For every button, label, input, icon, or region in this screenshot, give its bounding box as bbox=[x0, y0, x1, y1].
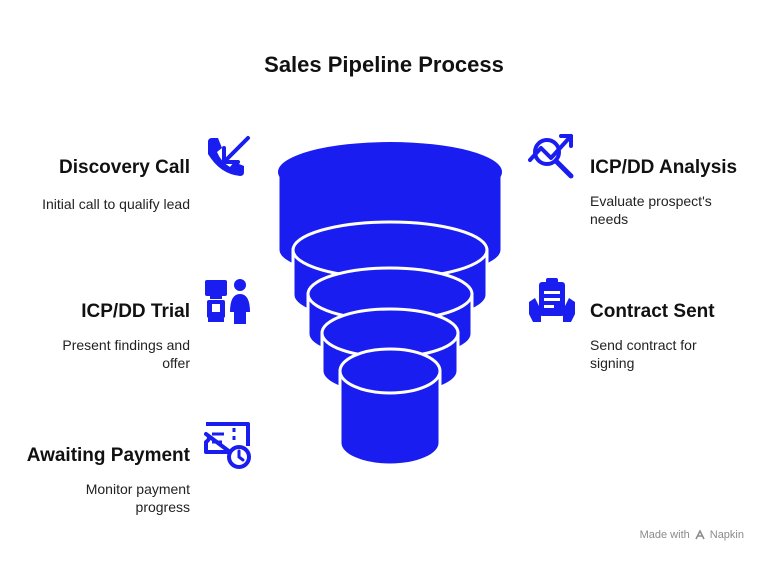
contract-hands-icon bbox=[527, 276, 577, 326]
stage-desc-awaiting-payment: Monitor payment progress bbox=[85, 481, 190, 515]
stage-title-discovery-call: Discovery Call bbox=[59, 157, 190, 178]
stage-title-contract-sent: Contract Sent bbox=[590, 301, 715, 322]
stage-desc-discovery-call: Initial call to qualify lead bbox=[42, 196, 190, 212]
napkin-brand: Napkin bbox=[709, 529, 744, 541]
napkin-logo-icon bbox=[695, 529, 705, 540]
chart-magnifier-icon bbox=[527, 130, 577, 180]
made-with-label: Made with bbox=[639, 529, 690, 541]
napkin-credit: Made with Napkin bbox=[640, 529, 744, 541]
stage-title-icp-dd-trial: ICP/DD Trial bbox=[81, 301, 190, 322]
phone-incoming-icon bbox=[202, 132, 252, 182]
stage-desc-icp-dd-trial: Present findings and offer bbox=[62, 337, 190, 371]
funnel-tier-5 bbox=[338, 347, 442, 467]
diagram-title: Sales Pipeline Process bbox=[264, 52, 504, 77]
stage-desc-contract-sent: Send contract for signing bbox=[590, 337, 697, 371]
ticket-clock-icon bbox=[202, 420, 252, 470]
stage-desc-icp-dd-analysis: Evaluate prospect's needs bbox=[590, 193, 712, 227]
presentation-icon bbox=[202, 276, 252, 326]
stage-title-icp-dd-analysis: ICP/DD Analysis bbox=[590, 157, 738, 178]
funnel-diagram bbox=[276, 142, 504, 467]
stage-title-awaiting-payment: Awaiting Payment bbox=[26, 445, 190, 466]
